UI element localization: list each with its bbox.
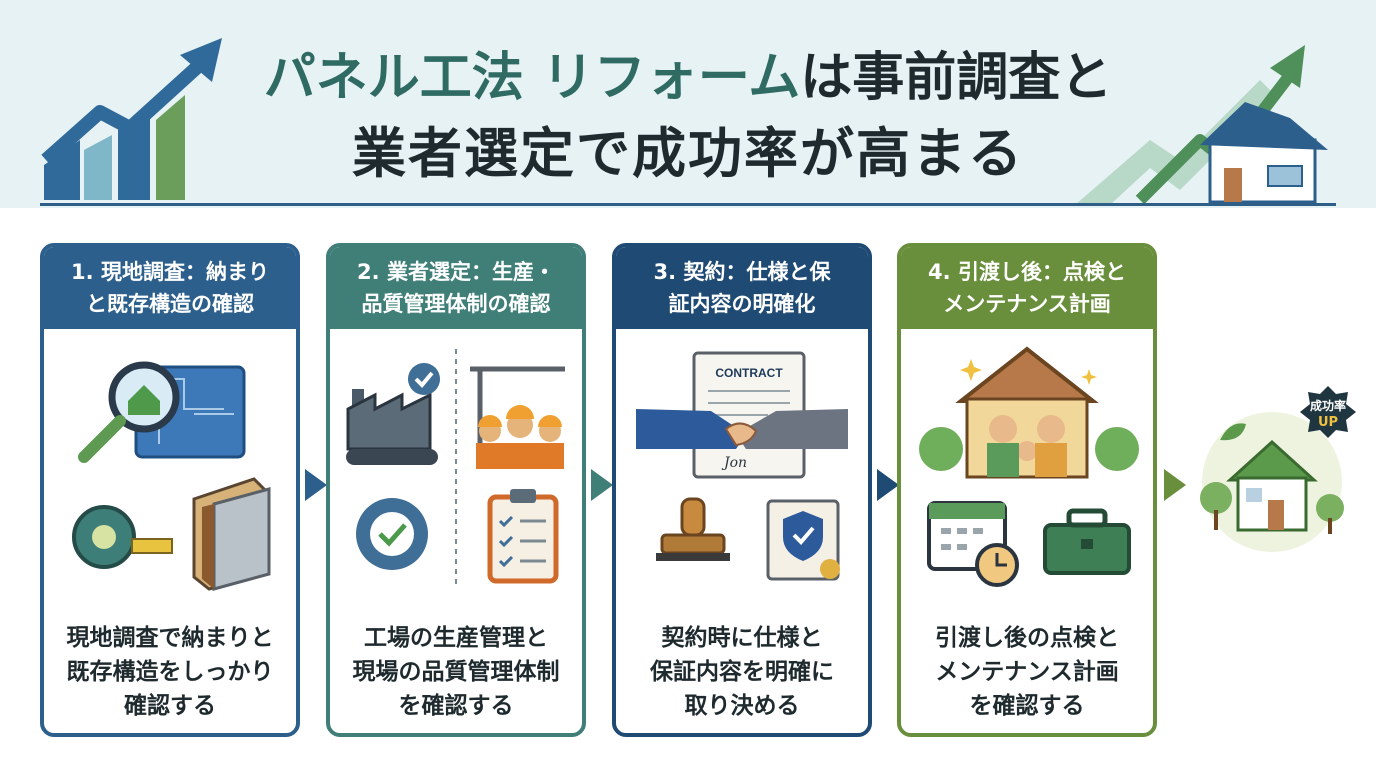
calendar-clock-icon [927, 501, 1019, 587]
signature: Jon [721, 455, 747, 471]
step-1-header-line-1: 1. 現地調査：納まり [71, 260, 269, 284]
step-1-illustration [72, 361, 271, 591]
step-arrow-2 [591, 469, 613, 501]
step-arrow-3 [877, 469, 899, 501]
badge-line-2: UP [1318, 415, 1338, 430]
step-3-header: 3. 契約：仕様と保 証内容の明確化 [616, 247, 868, 329]
step-1-description-line-3: 確認する [124, 693, 216, 719]
title-accent: パネル工法 リフォーム [263, 48, 801, 108]
step-4-description: 引渡し後の点検と メンテナンス計画 を確認する [901, 621, 1153, 723]
step-3-description-line-1: 契約時に仕様と [661, 625, 823, 651]
step-2-description-line-3: を確認する [398, 693, 514, 719]
step-card-3: 3. 契約：仕様と保 証内容の明確化 CONTRACT Jon 契約時に仕様と … [612, 243, 872, 737]
warranty-certificate-icon [766, 499, 840, 581]
page-title: パネル工法 リフォームは事前調査と 業者選定で成功率が高まる [0, 40, 1376, 192]
house-growth-icon [1075, 45, 1328, 205]
checklist-icon [487, 489, 559, 584]
header-art [41, 38, 1328, 205]
step-1-description-line-1: 現地調査で納まりと [66, 625, 274, 651]
success-result: 成功率 UP [1200, 386, 1356, 552]
step-3-description-line-2: 保証内容を明確に [650, 659, 834, 685]
header-banner [0, 0, 1376, 208]
wall-panel-icon [192, 477, 271, 591]
step-2-header-line-1: 2. 業者選定：生産・ [357, 260, 555, 284]
step-4-header-line-1: 4. 引渡し後：点検と [928, 260, 1126, 284]
growth-chart-icon [41, 38, 222, 200]
step-3-header-line-1: 3. 契約：仕様と保 [653, 260, 831, 284]
step-4-description-line-3: を確認する [969, 693, 1085, 719]
step-2-header: 2. 業者選定：生産・ 品質管理体制の確認 [330, 247, 582, 329]
step-1-description: 現地調査で納まりと 既存構造をしっかり 確認する [44, 621, 296, 723]
step-3-header-line-2: 証内容の明確化 [668, 292, 816, 316]
toolbox-icon [1043, 508, 1131, 575]
step-3-illustration: CONTRACT Jon [636, 351, 848, 581]
step-4-description-line-1: 引渡し後の点検と [935, 625, 1119, 651]
step-4-description-line-2: メンテナンス計画 [935, 659, 1119, 685]
eco-house-icon [1200, 412, 1344, 552]
step-card-4: 4. 引渡し後：点検と メンテナンス計画 [897, 243, 1157, 737]
step-4-illustration [919, 346, 1139, 587]
step-arrow-4 [1164, 469, 1186, 501]
step-2-description-line-1: 工場の生産管理と [364, 625, 548, 651]
tape-measure-icon [72, 505, 173, 569]
factory-icon [346, 363, 440, 465]
contract-label: CONTRACT [715, 366, 783, 380]
step-4-header-line-2: メンテナンス計画 [943, 292, 1111, 316]
step-2-description-line-2: 現場の品質管理体制 [352, 659, 560, 685]
header-divider [40, 203, 1336, 206]
success-badge: 成功率 UP [1300, 386, 1356, 438]
step-card-2: 2. 業者選定：生産・ 品質管理体制の確認 [326, 243, 586, 737]
step-3-description-line-3: 取り決める [684, 693, 800, 719]
step-2-header-line-2: 品質管理体制の確認 [361, 292, 551, 316]
step-1-header-line-2: と既存構造の確認 [86, 292, 254, 316]
construction-crew-icon [470, 366, 565, 469]
stamp-icon [656, 497, 730, 561]
step-4-header: 4. 引渡し後：点検と メンテナンス計画 [901, 247, 1153, 329]
step-arrow-1 [305, 469, 327, 501]
gear-check-icon [356, 498, 428, 570]
badge-line-1: 成功率 [1310, 398, 1346, 413]
title-line-1-rest: は事前調査と [800, 48, 1113, 108]
contract-handshake-icon: CONTRACT Jon [636, 351, 848, 479]
step-card-1: 1. 現地調査：納まり と既存構造の確認 現地調査で納まりと 既存構造をしっかり… [40, 243, 300, 737]
step-2-description: 工場の生産管理と 現場の品質管理体制 を確認する [330, 621, 582, 723]
title-line-2: 業者選定で成功率が高まる [352, 122, 1024, 185]
step-1-header: 1. 現地調査：納まり と既存構造の確認 [44, 247, 296, 329]
title-line-1: パネル工法 リフォームは事前調査と [0, 40, 1376, 116]
step-2-illustration [346, 349, 565, 589]
magnifier-blueprint-icon [78, 361, 246, 463]
family-house-icon [919, 346, 1139, 479]
step-3-description: 契約時に仕様と 保証内容を明確に 取り決める [616, 621, 868, 723]
step-1-description-line-2: 既存構造をしっかり [66, 659, 274, 685]
